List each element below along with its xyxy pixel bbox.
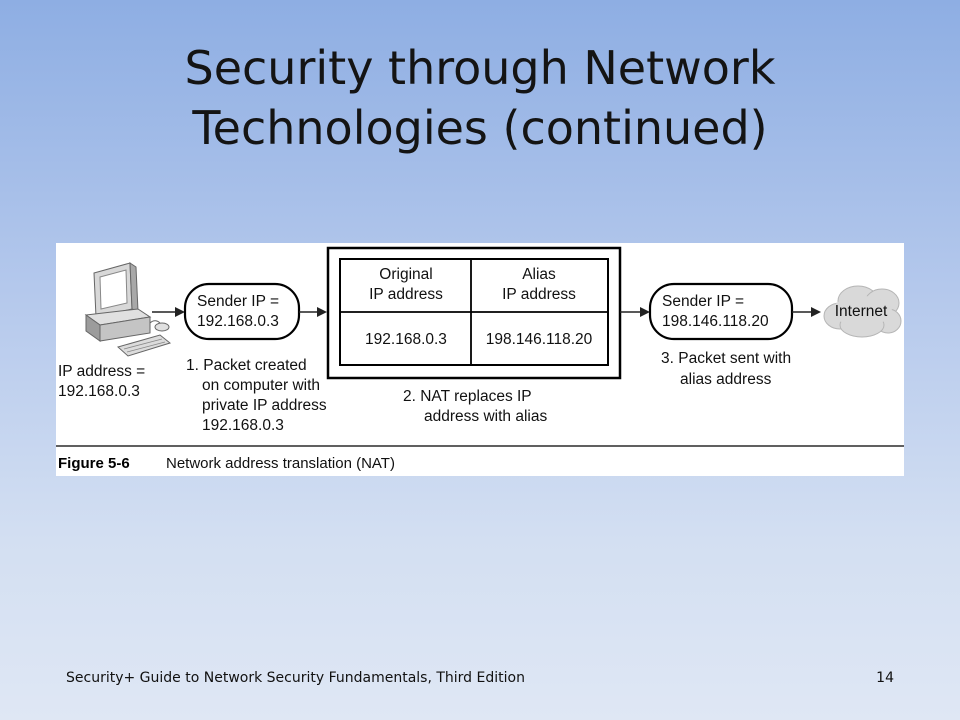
sender-box-1-line-2: 192.168.0.3 bbox=[197, 313, 279, 330]
nat-col2-header-line-1: Alias bbox=[522, 266, 556, 283]
page-number: 14 bbox=[876, 670, 894, 686]
step3-line-1: 3. Packet sent with bbox=[661, 350, 791, 367]
step2-line-1: 2. NAT replaces IP bbox=[403, 388, 532, 405]
nat-figure: IP address = 192.168.0.3 Sender IP = 192… bbox=[56, 243, 904, 476]
step1-line-3: private IP address bbox=[202, 397, 327, 414]
step3-line-2: alias address bbox=[680, 371, 772, 388]
nat-table bbox=[326, 246, 622, 380]
sender-box-1-line-1: Sender IP = bbox=[197, 293, 279, 310]
nat-col1-header-line-1: Original bbox=[379, 266, 432, 283]
step1-line-4: 192.168.0.3 bbox=[202, 417, 284, 434]
nat-col1-value: 192.168.0.3 bbox=[365, 331, 447, 348]
footer-book-title: Security+ Guide to Network Security Fund… bbox=[66, 670, 525, 686]
computer-ip-label: IP address = bbox=[58, 363, 145, 380]
sender-box-2-line-2: 198.146.118.20 bbox=[662, 313, 769, 330]
slide-title-line-1: Security through Network bbox=[184, 41, 776, 95]
computer-ip-value: 192.168.0.3 bbox=[58, 383, 140, 400]
nat-col2-value: 198.146.118.20 bbox=[486, 331, 593, 348]
nat-diagram: IP address = 192.168.0.3 Sender IP = 192… bbox=[56, 246, 904, 472]
computer-icon bbox=[84, 262, 172, 357]
internet-label: Internet bbox=[835, 303, 888, 320]
internet-cloud-icon bbox=[823, 285, 902, 338]
step1-line-1: 1. Packet created bbox=[186, 357, 307, 374]
nat-col1-header-line-2: IP address bbox=[369, 286, 443, 303]
step2-line-2: address with alias bbox=[424, 408, 547, 425]
step1-line-2: on computer with bbox=[202, 377, 320, 394]
figure-number: Figure 5-6 bbox=[58, 455, 130, 472]
sender-box-2-line-1: Sender IP = bbox=[662, 293, 744, 310]
slide-title-line-2: Technologies (continued) bbox=[192, 101, 768, 155]
slide-title: Security through Network Technologies (c… bbox=[80, 38, 880, 158]
nat-col2-header-line-2: IP address bbox=[502, 286, 576, 303]
figure-caption: Network address translation (NAT) bbox=[166, 455, 395, 472]
